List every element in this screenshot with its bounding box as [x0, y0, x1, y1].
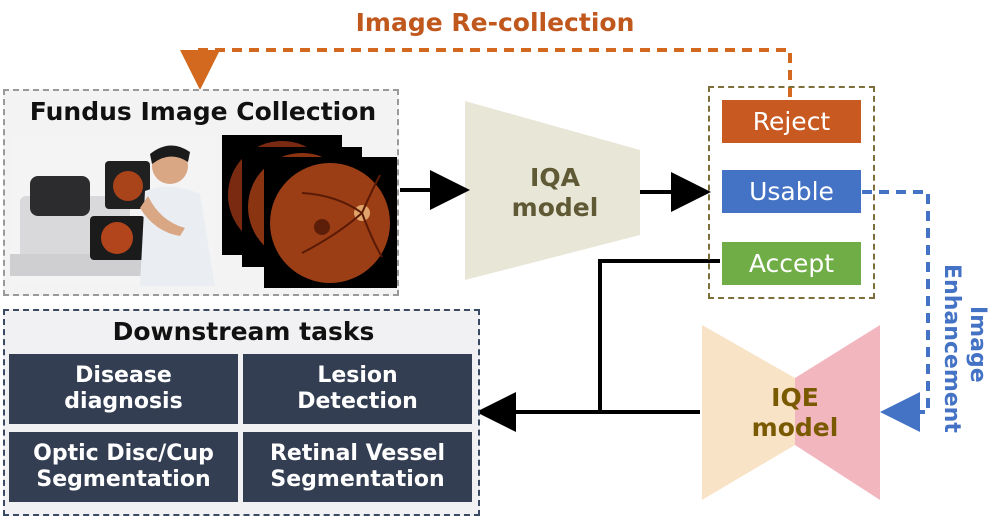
- task-lesion-detection: Lesion Detection: [243, 354, 472, 424]
- task-label: Optic Disc/Cup Segmentation: [33, 441, 214, 492]
- iqe-model-left-shape: [702, 325, 795, 500]
- task-retinal-vessel-segmentation: Retinal Vessel Segmentation: [243, 432, 472, 502]
- iqa-model-label: IQA model: [490, 163, 620, 223]
- task-label: Lesion Detection: [297, 363, 418, 414]
- collection-title: Fundus Image Collection: [29, 97, 377, 126]
- task-label: Disease diagnosis: [64, 363, 183, 414]
- iqa-model-shape: [465, 101, 640, 280]
- iqa-model-label-line2: model: [511, 193, 599, 222]
- enhancement-label: Image Enhancement: [939, 264, 990, 433]
- reject-label: Reject: [722, 100, 861, 143]
- iqe-model-label: IQE model: [730, 383, 860, 443]
- enhancement-arrow: [862, 190, 930, 432]
- fundus-camera-photo: [10, 136, 215, 286]
- task-label: Retinal Vessel Segmentation: [269, 441, 446, 492]
- iqe-model-right-shape: [795, 325, 880, 500]
- fundus-image-stack: [222, 135, 397, 288]
- usable-label: Usable: [722, 170, 861, 213]
- downstream-title: Downstream tasks: [112, 317, 375, 346]
- accept-label: Accept: [722, 242, 861, 285]
- recollection-arrow: [180, 48, 792, 97]
- accept-connector: [598, 259, 720, 412]
- recollection-label: Image Re-collection: [355, 8, 635, 37]
- quality-decision-panel: [708, 86, 875, 299]
- iqe-model-label-line1: IQE: [771, 383, 819, 412]
- task-optic-disc-cup-segmentation: Optic Disc/Cup Segmentation: [9, 432, 238, 502]
- iqe-model-label-line2: model: [751, 413, 839, 442]
- task-disease-diagnosis: Disease diagnosis: [9, 354, 238, 424]
- iqa-model-label-line1: IQA: [530, 163, 580, 192]
